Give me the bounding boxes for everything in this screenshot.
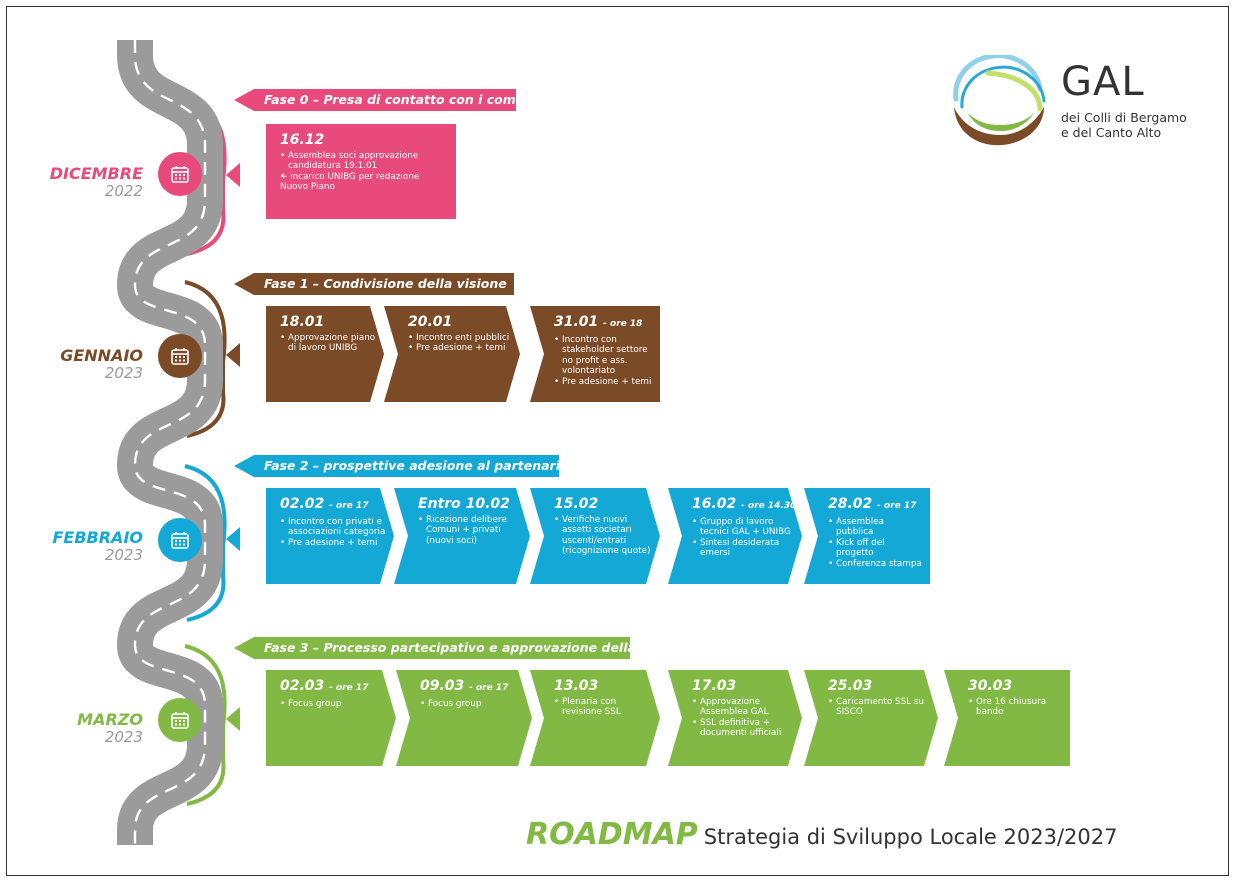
- roadmap-subtitle: Strategia di Sviluppo Locale 2023/2027: [703, 825, 1118, 849]
- event-card: 15.02 Verifiche nuovi assetti societari …: [530, 488, 660, 584]
- roadmap-heading: ROADMAP: [526, 817, 698, 852]
- event-card: 02.03 - ore 17 Focus group: [266, 670, 396, 766]
- month-label-marzo: MARZO 2023: [77, 710, 143, 746]
- gal-logo-icon: [953, 55, 1046, 146]
- event-item: Assemblea soci approvazione candidatura …: [280, 151, 450, 172]
- pointer-arrow: [226, 163, 240, 187]
- road-accent: [184, 644, 227, 806]
- gal-subtitle: dei Colli di Bergamo e del Canto Alto: [1061, 110, 1187, 140]
- event-card: 17.03 Approvazione Assemblea GALSSL defi…: [668, 670, 802, 766]
- event-card: 18.01 Approvazione piano di lavoro UNIBG: [266, 306, 384, 402]
- event-card: 31.01 - ore 18 Incontro con stakeholder …: [530, 306, 660, 402]
- event-card: 20.01 Incontro enti pubbliciPre adesione…: [384, 306, 520, 402]
- event-card: 16.12 Assemblea soci approvazione candid…: [266, 124, 456, 219]
- page-frame: [6, 6, 1229, 876]
- calendar-icon: [158, 152, 202, 196]
- event-card: 09.03 - ore 17 Focus group: [396, 670, 532, 766]
- calendar-icon: [158, 518, 202, 562]
- event-item: + incarico UNIBG per redazione Nuovo Pia…: [280, 172, 450, 193]
- phase-banner-3: Fase 3 – Processo partecipativo e approv…: [234, 637, 630, 659]
- month-label-gennaio: GENNAIO 2023: [60, 346, 143, 382]
- event-card: 30.03 Ore 16 chiusura bando: [944, 670, 1070, 766]
- event-date: 16.12: [280, 132, 325, 148]
- month-label-dicembre: DICEMBRE 2022: [49, 164, 143, 200]
- calendar-icon: [158, 334, 202, 378]
- calendar-icon: [158, 698, 202, 742]
- phase-banner-1: Fase 1 – Condivisione della visione: [234, 273, 514, 295]
- event-card: 25.03 Caricamento SSL su SISCO: [804, 670, 938, 766]
- road-accent: [184, 464, 227, 622]
- event-card: 13.03 Plenaria con revisione SSL: [530, 670, 660, 766]
- pointer-arrow: [226, 343, 240, 367]
- gal-logo-text: GAL: [1061, 59, 1145, 105]
- phase-banner-0: Fase 0 – Presa di contatto con i comuni: [234, 89, 516, 111]
- event-card: Entro 10.02 Ricezione delibere Comuni + …: [394, 488, 530, 584]
- month-label-febbraio: FEBBRAIO 2023: [52, 528, 143, 564]
- event-card: 16.02 - ore 14.30 Gruppo di lavoro tecni…: [668, 488, 802, 584]
- pointer-arrow: [226, 527, 240, 551]
- event-card: 28.02 - ore 17 Assemblea pubblicaKick of…: [804, 488, 930, 584]
- pointer-arrow: [226, 707, 240, 731]
- event-card: 02.02 - ore 17 Incontro con privati e as…: [266, 488, 394, 584]
- phase-banner-2: Fase 2 – prospettive adesione al partena…: [234, 455, 559, 477]
- road-accent: [184, 280, 227, 438]
